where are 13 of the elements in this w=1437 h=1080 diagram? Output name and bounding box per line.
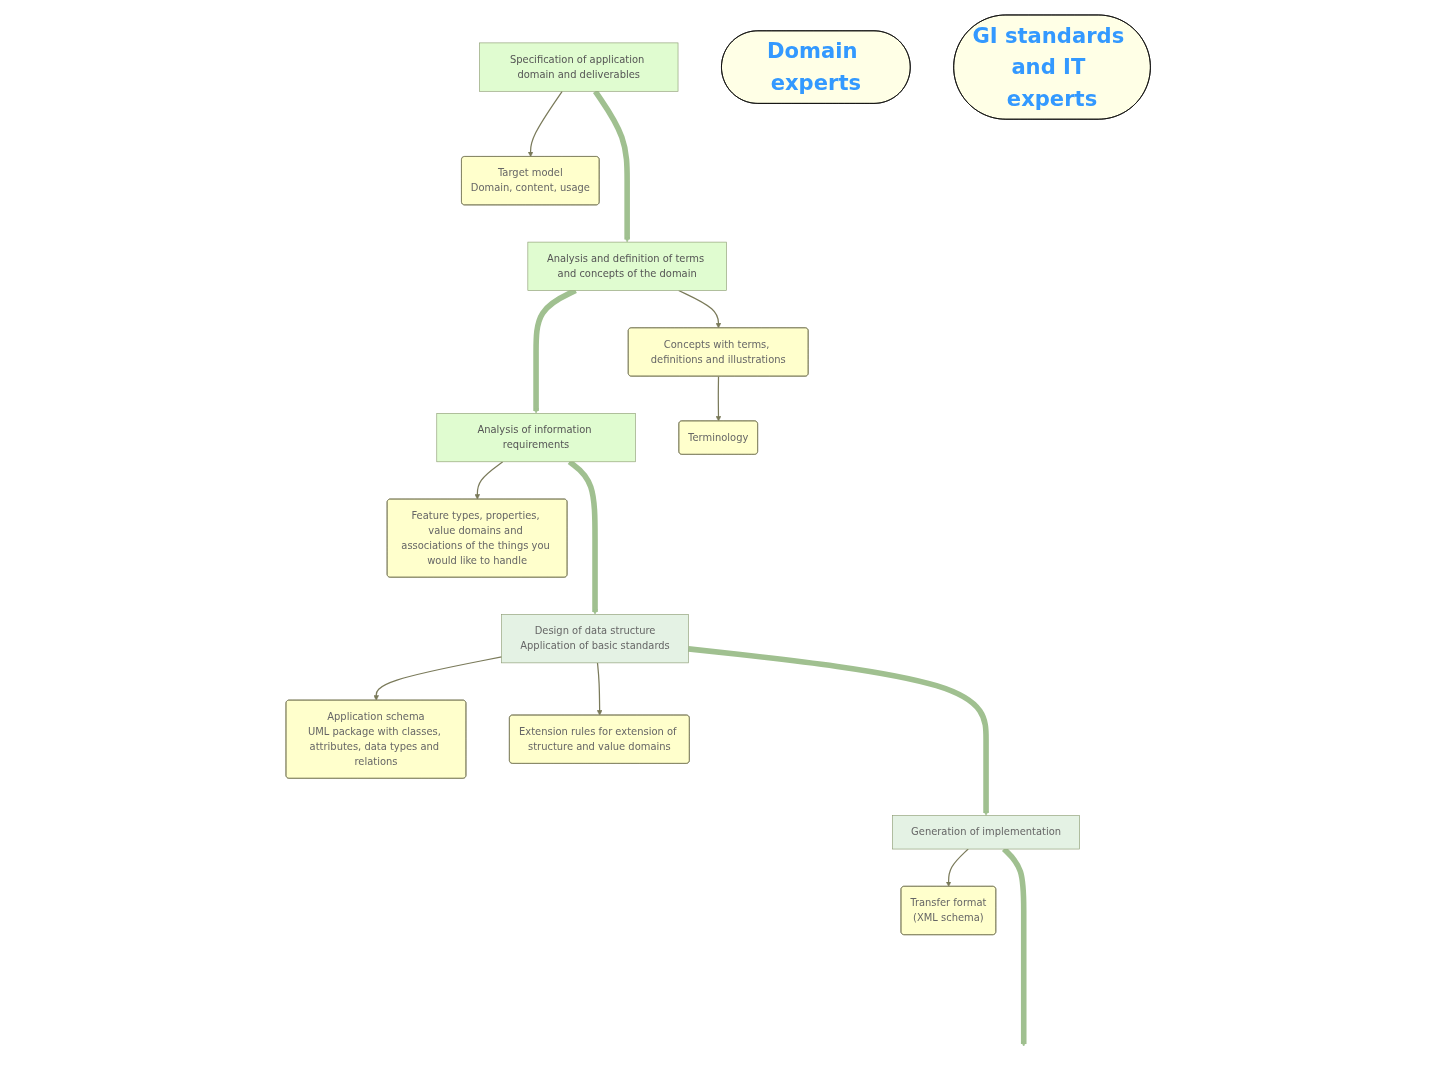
- arrow: [373, 656, 503, 701]
- arrow: [597, 662, 603, 716]
- node-box: Analysis and definition of terms and concepts of the domain: [527, 241, 728, 291]
- arrow: [688, 646, 990, 816]
- arrow: [678, 289, 722, 329]
- arrow: [716, 375, 722, 422]
- node-box: Design of data structure Application of basic standards: [501, 614, 690, 664]
- arrow: [946, 848, 970, 887]
- arrow: [528, 90, 564, 157]
- node-box: Specification of application domain and deliverables: [479, 42, 679, 92]
- arrow: [474, 461, 504, 500]
- node-box: Generation of implementation: [892, 815, 1081, 850]
- node-box: Analysis of information requirements: [436, 413, 636, 463]
